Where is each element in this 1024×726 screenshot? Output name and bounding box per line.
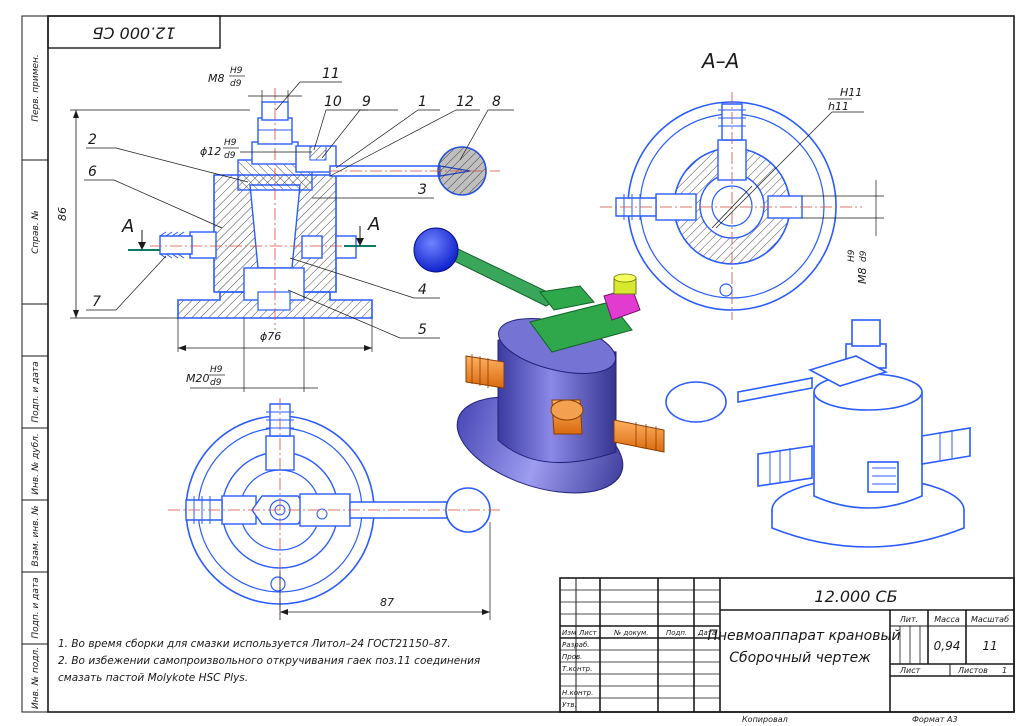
section-fit-top: H11 (840, 86, 862, 99)
side-label-7: Инв. № подл. (31, 647, 41, 709)
title-block-scale: 11 (982, 639, 997, 653)
side-label-5: Взам. инв. № (31, 505, 41, 566)
section-aa-title: А–А (700, 49, 739, 73)
dim-m8-top-fit-d: d9 (230, 79, 242, 89)
front-section-view: А А 86 М8 H9 d9 ϕ12 H9 d9 ϕ76 М20 (56, 66, 514, 392)
colored-3d-render (413, 227, 665, 494)
title-block-sheets-count: 1 (1002, 666, 1007, 675)
title-block-role-developer: Разраб. (562, 641, 590, 649)
title-block-name-line1: Пневмоаппарат крановый (707, 628, 900, 644)
section-aa-view: А–А H11 h11 М8 H9 d9 (600, 49, 884, 320)
footer-format: Формат А3 (912, 715, 958, 724)
title-block-hdr-mass: Масса (934, 615, 960, 624)
dim-phi12-fit-h: H9 (224, 138, 237, 148)
title-block-role-tcontrol: Т.контр. (562, 665, 592, 673)
title-block-sheet-label: Лист (899, 666, 921, 675)
dim-m8-top: М8 (208, 72, 225, 85)
isometric-view (665, 319, 971, 548)
section-mark-right: А (367, 214, 380, 235)
side-label-column (21, 15, 49, 713)
dim-m20: М20 (186, 372, 210, 385)
section-dim-m8-fit-d: d9 (859, 250, 869, 262)
note-line-2: 2. Во избежении самопроизвольного откруч… (58, 655, 481, 667)
dim-m8-top-fit-h: H9 (230, 66, 243, 76)
title-block-col-list: Лист (578, 629, 598, 637)
title-block-mass: 0,94 (934, 639, 961, 653)
section-mark-left: А (121, 216, 134, 237)
dim-phi76: ϕ76 (260, 330, 281, 343)
top-view: 87 (168, 398, 500, 620)
dim-height: 86 (56, 207, 69, 221)
title-block-hdr-scale: Масштаб (971, 615, 1009, 624)
dim-phi12-fit-d: d9 (224, 151, 236, 161)
section-fit-bottom: h11 (828, 100, 849, 113)
footer-copied: Копировал (742, 715, 788, 724)
title-block-name-line2: Сборочный чертеж (729, 650, 871, 666)
section-dim-m8: М8 (856, 268, 869, 285)
rotated-stamp-code: 12.000 СБ (92, 24, 175, 43)
title-block-code: 12.000 СБ (814, 587, 897, 606)
title-block-col-doc: № докум. (613, 629, 649, 637)
callout-8: 8 (492, 94, 501, 110)
callout-11: 11 (322, 66, 340, 82)
title-block-sheets-label: Листов (957, 666, 988, 675)
side-label-2: Справ. № (31, 210, 41, 254)
callout-6: 6 (88, 164, 97, 180)
side-label-3: Подп. и дата (31, 361, 41, 422)
title-block-col-sign: Подп. (666, 629, 687, 637)
title-block (559, 577, 1015, 713)
dim-phi12: ϕ12 (200, 145, 221, 158)
title-block-col-izm: Изм (562, 629, 577, 637)
callout-10: 10 (324, 94, 342, 110)
note-line-3: смазать пастой Molykote HSC Plys. (58, 672, 249, 684)
rotated-stamp: 12.000 СБ (47, 15, 221, 49)
title-block-role-approved: Утв. (562, 701, 577, 709)
dim-m20-fit-d: d9 (210, 378, 222, 388)
dim-m20-fit-h: H9 (210, 365, 223, 375)
callout-5: 5 (418, 322, 427, 338)
dim-87: 87 (380, 596, 394, 609)
side-label-6: Подп. и дата (31, 577, 41, 638)
side-label-4: Инв. № дубл. (31, 433, 41, 495)
callout-9: 9 (362, 94, 371, 110)
callout-12: 12 (456, 94, 474, 110)
callout-7: 7 (92, 294, 101, 310)
callout-1: 1 (418, 94, 427, 110)
callout-2: 2 (88, 132, 97, 148)
side-label-1: Перв. примен. (31, 54, 41, 122)
note-line-1: 1. Во время сборки для смазки использует… (58, 638, 451, 650)
callout-4: 4 (418, 282, 427, 298)
title-block-role-checker: Пров. (562, 653, 582, 661)
callout-3: 3 (418, 182, 427, 198)
section-dim-m8-fit-h: H9 (847, 249, 857, 262)
title-block-col-date: Дата (697, 629, 716, 637)
title-block-hdr-lit: Лит. (899, 615, 918, 624)
title-block-role-ncontrol: Н.контр. (562, 689, 593, 697)
